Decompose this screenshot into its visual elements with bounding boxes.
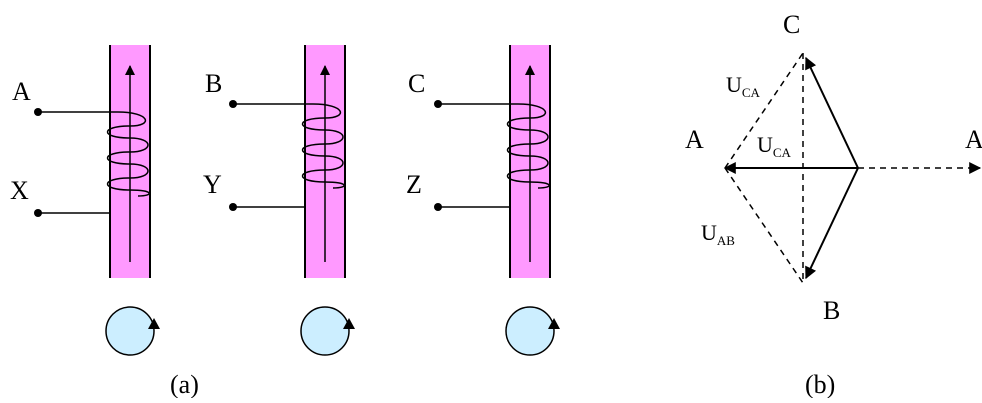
flux-direction-circle xyxy=(105,306,155,356)
coil-unit-ax: A X xyxy=(10,45,160,356)
label-uca-inner: UCA xyxy=(757,132,792,160)
terminal-dot xyxy=(434,100,442,108)
line-voltage-uca xyxy=(724,52,804,169)
terminal-dot xyxy=(434,203,442,211)
coil-unit-by: B Y xyxy=(203,45,355,356)
coil-unit-cz: C Z xyxy=(406,45,560,356)
caption-a: (a) xyxy=(170,370,199,398)
terminal-dot xyxy=(34,209,42,217)
rotation-arrow-icon xyxy=(343,318,355,329)
coil-end-label: Z xyxy=(406,170,422,199)
phasor-b xyxy=(805,167,859,280)
vertex-label-b: B xyxy=(823,296,840,325)
flux-direction-circle xyxy=(300,306,350,356)
coil-start-label: B xyxy=(205,69,222,98)
coil-winding xyxy=(438,103,550,208)
terminal-dot xyxy=(229,203,237,211)
vertex-label-a-right: A xyxy=(965,125,982,154)
coil-end-label: X xyxy=(10,176,29,205)
coil-end-label: Y xyxy=(203,170,222,199)
rotation-arrow-icon xyxy=(148,318,160,329)
terminal-dot xyxy=(229,100,237,108)
phasor-c xyxy=(805,56,859,169)
coil-winding xyxy=(233,103,345,208)
flux-direction-circle xyxy=(505,306,555,356)
vertex-label-c: C xyxy=(783,10,800,39)
vertex-label-a: A xyxy=(685,125,704,154)
coil-winding xyxy=(38,111,150,214)
coil-start-label: A xyxy=(12,77,31,106)
caption-b: (b) xyxy=(805,370,835,398)
terminal-dot xyxy=(34,108,42,116)
phasor-diagram: C A B A UCA UCA UAB xyxy=(685,10,982,325)
line-voltage-uab xyxy=(724,167,804,284)
label-uca-outer: UCA xyxy=(726,72,761,100)
coil-start-label: C xyxy=(408,69,425,98)
label-uab: UAB xyxy=(701,220,735,248)
rotation-arrow-icon xyxy=(548,318,560,329)
